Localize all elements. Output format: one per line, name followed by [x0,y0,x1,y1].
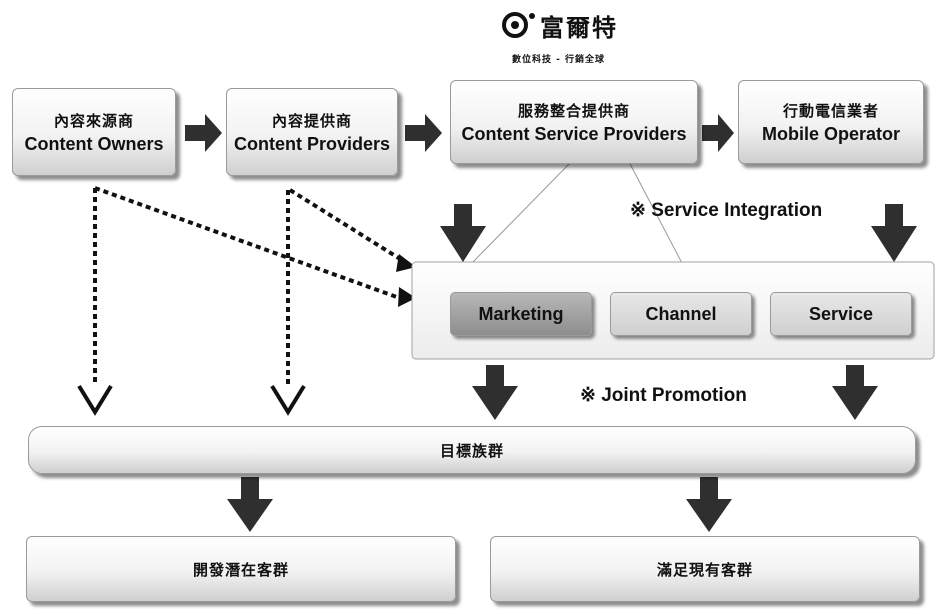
dotted-line-2 [288,188,407,264]
box-label-zh: 內容提供商 [271,111,352,130]
down-arrow-3 [472,365,518,420]
down-arrow-5 [227,477,273,532]
box-label-zh: 行動電信業者 [782,101,879,120]
box-label-en: Mobile Operator [761,123,900,144]
logo-tagline: 數位科技 - 行銷全球 [512,55,606,65]
down-arrow-1 [440,204,486,262]
box-label-en: Content Providers [233,133,391,154]
box-potential-customers: 開發潛在客群 [26,536,456,602]
box-label-zh: 內容來源商 [53,111,134,130]
box-label-en: Content Owners [24,133,164,154]
box-content-providers: 內容提供商 Content Providers [226,88,398,176]
box-existing-customers: 滿足現有客群 [490,536,920,602]
box-content-owners: 內容來源商 Content Owners [12,88,176,176]
target-group-label: 目標族群 [439,441,504,460]
box-label-en: Content Service Providers [461,123,687,144]
flow-arrow-2 [405,114,442,152]
dotted-arrowhead-2 [396,254,416,272]
box-content-service-providers: 服務整合提供商 Content Service Providers [450,80,698,164]
box-mobile-operator: 行動電信業者 Mobile Operator [738,80,924,164]
service-integration-label: ※ Service Integration [630,200,823,221]
service-pill-service: Service [770,292,912,336]
logo-name: 富爾特 [540,13,618,42]
service-pill-channel: Channel [610,292,752,336]
box-label-zh: 開發潛在客群 [192,560,289,579]
dotted-arrowhead-3 [77,384,113,416]
box-label-zh: 滿足現有客群 [656,560,753,579]
service-pill-marketing: Marketing [450,292,592,336]
dotted-arrowhead-1 [398,287,416,307]
joint-promotion-label: ※ Joint Promotion [580,385,747,406]
flow-arrow-3 [702,114,734,152]
company-logo: 富爾特 數位科技 - 行銷全球 [500,4,660,66]
dotted-arrowhead-4 [270,384,306,416]
down-arrow-2 [871,204,917,262]
flow-arrow-1 [185,114,222,152]
box-label-zh: 服務整合提供商 [517,101,630,120]
dotted-line-1 [94,186,406,302]
down-arrow-6 [686,477,732,532]
target-group-band: 目標族群 [28,426,916,474]
logo-mark-icon [502,12,535,38]
down-arrow-4 [832,365,878,420]
